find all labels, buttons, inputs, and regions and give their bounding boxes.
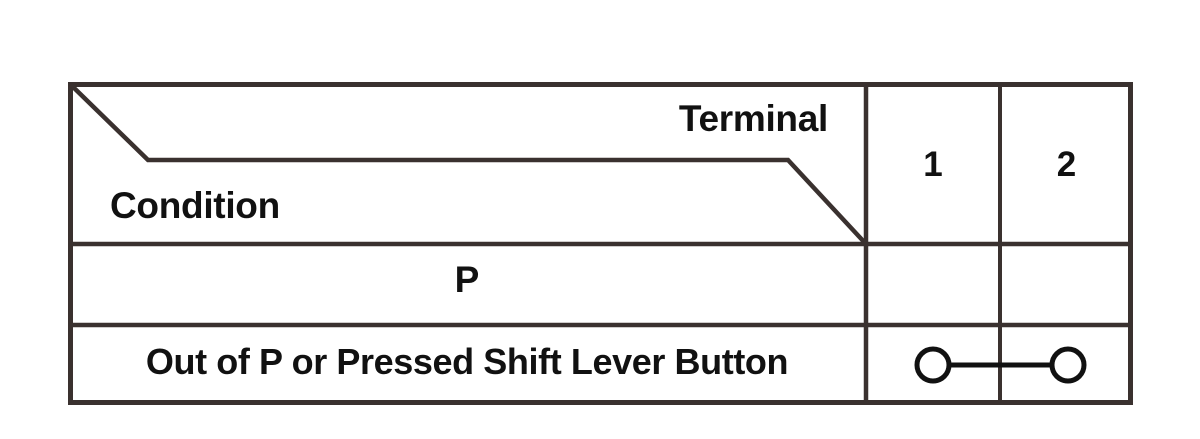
table-grid — [68, 82, 1133, 405]
row-label-out-of-p: Out of P or Pressed Shift Lever Button — [145, 341, 789, 382]
continuity-circle-terminal-1 — [914, 346, 952, 384]
column-header-terminal-2: 2 — [1056, 145, 1077, 184]
continuity-link-icon — [914, 346, 1087, 384]
continuity-circle-terminal-2 — [1049, 346, 1087, 384]
header-diagonal-divider — [68, 82, 868, 246]
header-terminal-label: Terminal — [678, 98, 828, 139]
header-condition-label: Condition — [110, 185, 280, 226]
terminal-condition-table: Terminal Condition 1 2 P Out of P or Pre… — [68, 82, 1133, 405]
column-header-terminal-1: 1 — [923, 145, 943, 184]
row-label-p: P — [454, 259, 480, 300]
